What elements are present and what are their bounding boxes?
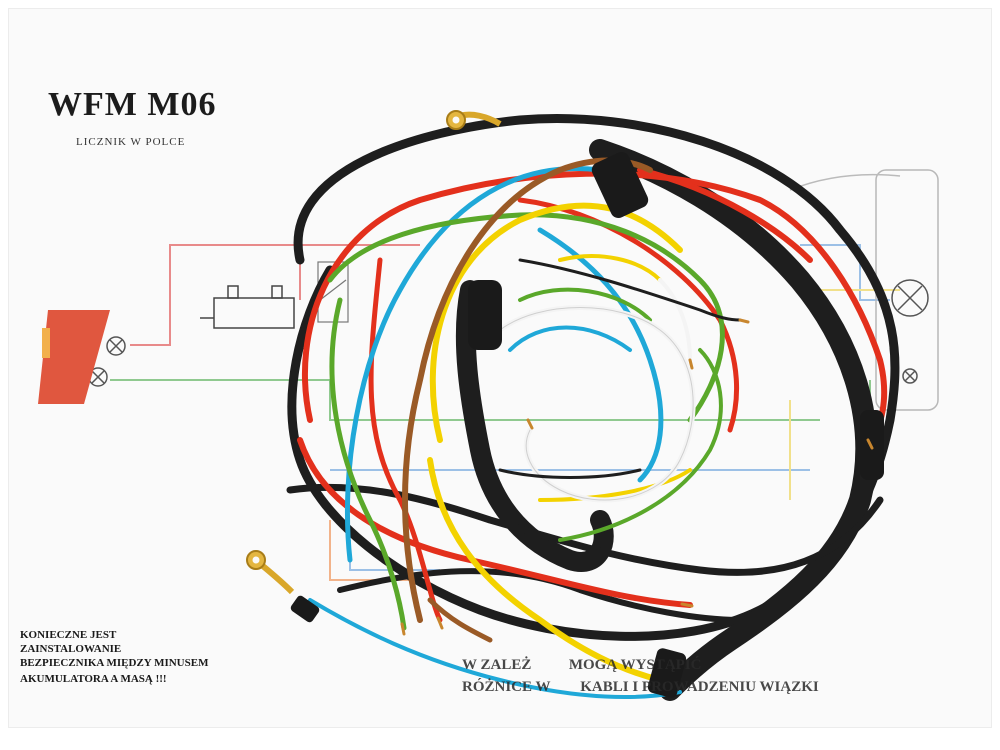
lamp-symbol (106, 336, 126, 356)
fuse-note-line: ZAINSTALOWANIE (20, 643, 122, 655)
green-wire (327, 212, 725, 423)
tail-light-symbol (38, 310, 110, 404)
fuse-note-line: BEZPIECZNIKA MIĘDZY MINUSEM (20, 657, 209, 669)
diagram-title: WFM M06 (48, 86, 217, 123)
blue-wire (308, 598, 682, 699)
yellow-wire (427, 457, 663, 683)
fuse-note-line: AKUMULATORA A MASĄ !!! (20, 673, 167, 685)
brown-wire (402, 157, 653, 623)
variance-note: W ZALEŻ MOGĄ WYSTĄPIĆ RÓŻNICE W KABLI I … (462, 654, 1000, 698)
fuse-note-line: KONIECZNE JEST (20, 629, 117, 641)
ring-terminal (446, 110, 502, 130)
variance-note-line: W ZALEŻ MOGĄ WYSTĄPIĆ (462, 657, 702, 673)
diagram-sheet (8, 8, 992, 728)
yellow-wire (429, 202, 683, 443)
ring-terminal (246, 550, 295, 595)
lamp-symbol (891, 279, 929, 317)
lamp-symbol (902, 368, 918, 384)
diagram-subtitle: LICZNIK W POLCE (76, 136, 186, 148)
variance-note-line: RÓŻNICE W KABLI I PROWADZENIU WIĄZKI (462, 679, 819, 695)
green-wire (329, 297, 407, 631)
black-sheath-inner (455, 280, 614, 572)
switch-symbol (200, 285, 295, 329)
fuse-warning-note: KONIECZNE JEST ZAINSTALOWANIE BEZPIECZNI… (20, 628, 260, 686)
